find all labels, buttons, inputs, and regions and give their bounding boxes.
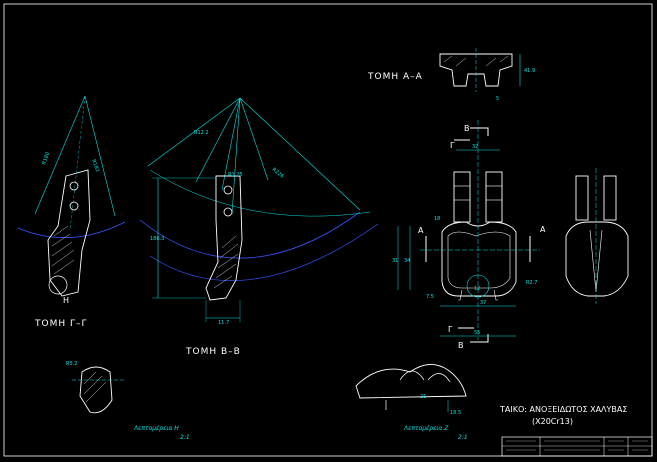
marker-b-bottom: B — [458, 341, 464, 350]
dim-w117: 11.7 — [218, 320, 229, 326]
dim-d37: 37 — [480, 300, 486, 306]
dim-d21: 21 — [420, 394, 426, 400]
dim-d32: 32 — [472, 144, 478, 150]
construction-arc — [139, 211, 361, 259]
marker-g-top: Γ — [450, 141, 455, 150]
dim-r226: R226 — [271, 167, 285, 180]
dim-r125: R1.25 — [228, 172, 243, 178]
part-outline — [205, 175, 243, 301]
scale-detail-h: 2:1 — [180, 434, 190, 441]
section-gg-view: H R180 R182 — [17, 95, 126, 305]
drawing-frame — [3, 3, 653, 457]
title-section-bb: ΤΟΜΗ Β–Β — [185, 347, 241, 357]
dim-r27: R2.7 — [526, 280, 537, 286]
front-view: A A B B Γ Γ 32 31 34 37 55 R2.7 12 7.5 1… — [392, 120, 546, 350]
dim-r122: R12.2 — [194, 130, 209, 136]
dim-d5: 5 — [496, 96, 499, 102]
dim-d41: 41.9 — [524, 68, 535, 74]
detail-circle-h — [48, 275, 68, 295]
dim-d18: 18 — [434, 216, 440, 222]
dim-d31: 31 — [392, 258, 398, 264]
hole — [69, 201, 79, 211]
section-bb-view: 186.3 11.7 R226 R12.2 R1.25 — [139, 97, 379, 326]
material-title: ΤΑΙΚΟ: ΑΝΟΞΕΙΔΩΤΟΣ ΧΑΛΥΒΑΣ — [499, 405, 627, 414]
hole — [69, 181, 79, 191]
title-detail-h: Λεπτομέρεια Η — [133, 425, 179, 432]
dim-r182: R182 — [90, 159, 100, 173]
marker-a-left: A — [418, 226, 424, 235]
radius-arc — [149, 169, 371, 217]
title-section-aa: ΤΟΜΗ Α–Α — [367, 72, 423, 82]
dim-d75: 7.5 — [426, 294, 434, 300]
dim-detail-h-radius: R5.2 — [66, 361, 77, 367]
title-section-gg: ΤΟΜΗ Γ–Γ — [34, 319, 88, 329]
title-detail-z: Λεπτομέρεια Ζ — [403, 425, 449, 432]
title-block — [501, 436, 653, 457]
section-aa-view: 41.9 5 — [439, 48, 535, 102]
detail-z-view: 18.5 21 — [355, 364, 467, 416]
dim-h1863: 186.3 — [150, 236, 164, 242]
dim-d34: 34 — [404, 258, 410, 264]
dim-r180: R180 — [41, 151, 51, 165]
marker-b-top: B — [464, 124, 470, 133]
marker-g-bottom: Γ — [448, 325, 453, 334]
construction-arc — [17, 221, 126, 239]
marker-a-right: A — [540, 225, 546, 234]
part-outline — [47, 169, 91, 297]
scale-detail-z: 2:1 — [458, 434, 468, 441]
dim-d55: 55 — [474, 330, 480, 336]
material-grade: (X20Cr13) — [532, 417, 573, 426]
construction-arc — [149, 223, 379, 281]
side-view — [565, 168, 629, 304]
detail-h-view: R5.2 — [66, 361, 126, 414]
dim-d12: 12 — [474, 286, 480, 292]
dim-d185: 18.5 — [450, 410, 461, 416]
marker-h: H — [63, 296, 69, 305]
part-outline — [439, 53, 513, 87]
